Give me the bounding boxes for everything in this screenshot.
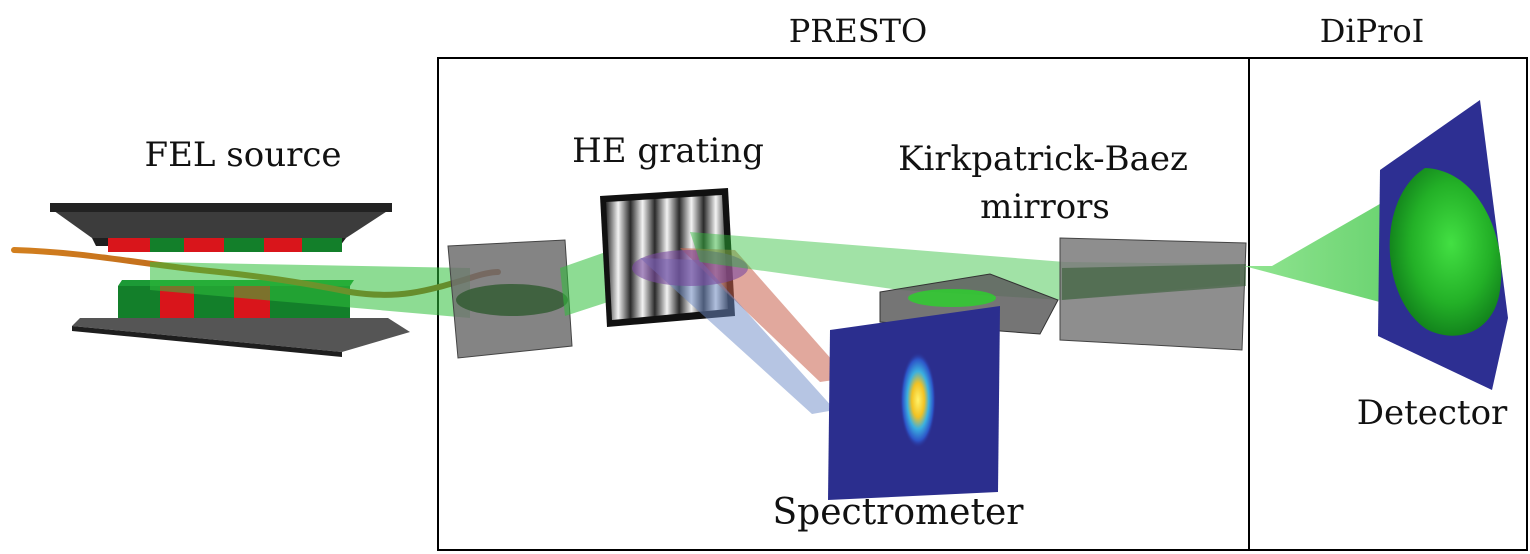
kb-label-line2: mirrors <box>980 187 1110 227</box>
fel-beam <box>150 262 470 318</box>
spectrometer-label: Spectrometer <box>773 492 1025 533</box>
he-grating-label: HE grating <box>572 131 764 171</box>
first-mirror <box>447 239 573 359</box>
grating-spot <box>632 250 748 286</box>
diffracted-blue <box>640 258 835 414</box>
diproi-label: DiProI <box>1320 12 1425 50</box>
detector-label: Detector <box>1357 393 1508 433</box>
presto-label: PRESTO <box>789 12 927 50</box>
detector <box>1378 100 1508 390</box>
fel-source-label: FEL source <box>144 135 341 175</box>
kb-label-line1: Kirkpatrick-Baez <box>898 139 1188 179</box>
kb-mirror-2 <box>1059 237 1247 351</box>
diproi-box <box>1248 57 1528 551</box>
spectrometer-screen <box>828 306 1000 500</box>
